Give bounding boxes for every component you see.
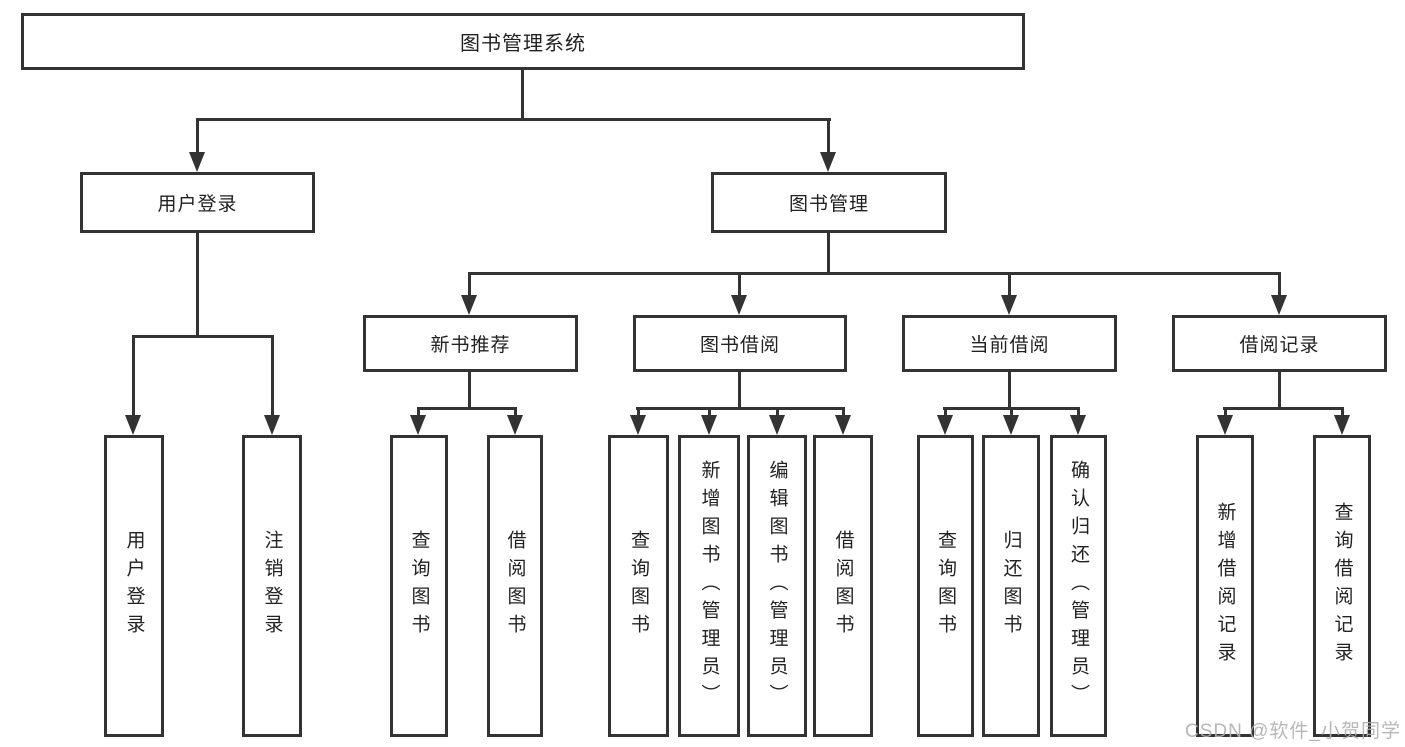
connector-drop	[1340, 407, 1344, 417]
arrowhead-down-icon	[189, 152, 205, 172]
connector-bar	[1223, 407, 1343, 410]
node-borrowing-records: 借阅记录	[1172, 315, 1387, 372]
connector-drop	[636, 407, 640, 417]
connector-stem	[520, 70, 524, 118]
leaf-query-books-3: 查询图书	[917, 435, 974, 737]
node-label: 注销登录	[261, 530, 283, 642]
node-label: 图书管理系统	[460, 33, 586, 55]
arrowhead-down-icon	[1334, 415, 1350, 435]
connector-stem	[1277, 372, 1281, 409]
connector-drop	[943, 407, 947, 417]
connector-stem	[737, 372, 741, 409]
node-new-book-recommendation: 新书推荐	[363, 315, 578, 372]
connector-bar	[417, 407, 517, 410]
node-book-borrowing: 图书借阅	[633, 315, 847, 372]
node-label: 新书推荐	[430, 335, 511, 356]
connector-stem	[826, 233, 830, 274]
connector-bar	[132, 335, 273, 338]
node-label: 用户登录	[157, 194, 238, 215]
leaf-query-books-2: 查询图书	[608, 435, 669, 737]
connector-drop	[826, 118, 830, 154]
connector-drop	[737, 272, 741, 297]
node-label: 查询图书	[935, 530, 956, 642]
connector-drop	[1007, 272, 1011, 297]
connector-bar	[636, 407, 844, 410]
node-label: 确认归还（管理员）	[1068, 460, 1089, 712]
node-label: 查询图书	[408, 530, 430, 642]
arrowhead-down-icon	[937, 415, 953, 435]
leaf-borrow-books-2: 借阅图书	[813, 435, 873, 737]
connector-drop	[1223, 407, 1227, 417]
node-label: 当前借阅	[969, 335, 1050, 356]
connector-drop	[841, 407, 845, 417]
arrowhead-down-icon	[820, 152, 836, 172]
arrowhead-down-icon	[1003, 415, 1019, 435]
leaf-return-books: 归还图书	[982, 435, 1040, 737]
node-label: 新增借阅记录	[1214, 502, 1236, 670]
node-label: 图书管理	[788, 194, 869, 215]
connector-drop	[1277, 272, 1281, 297]
arrowhead-down-icon	[769, 415, 785, 435]
arrowhead-down-icon	[507, 415, 523, 435]
connector-drop	[513, 407, 517, 417]
connector-drop	[467, 272, 471, 297]
connector-stem	[467, 372, 471, 409]
connector-drop	[775, 407, 779, 417]
arrowhead-down-icon	[701, 415, 717, 435]
connector-bar	[196, 118, 831, 121]
arrowhead-down-icon	[410, 415, 426, 435]
connector-drop	[416, 407, 420, 417]
arrowhead-down-icon	[264, 415, 280, 435]
connector-drop	[131, 335, 135, 417]
connector-drop	[1009, 407, 1013, 417]
connector-drop	[270, 335, 274, 417]
arrowhead-down-icon	[1070, 415, 1086, 435]
node-label: 图书借阅	[699, 335, 780, 356]
leaf-add-books-admin: 新增图书（管理员）	[678, 435, 740, 737]
arrowhead-down-icon	[461, 295, 477, 315]
arrowhead-down-icon	[1271, 295, 1287, 315]
leaf-query-books-1: 查询图书	[390, 435, 448, 737]
arrowhead-down-icon	[630, 415, 646, 435]
leaf-borrow-books-1: 借阅图书	[487, 435, 543, 737]
connector-drop	[1076, 407, 1080, 417]
node-user-login: 用户登录	[80, 172, 315, 233]
connector-drop	[707, 407, 711, 417]
leaf-edit-books-admin: 编辑图书（管理员）	[747, 435, 807, 737]
connector-stem	[195, 233, 199, 335]
node-label: 借阅图书	[504, 530, 526, 642]
arrowhead-down-icon	[1001, 295, 1017, 315]
connector-stem	[1007, 372, 1011, 409]
leaf-query-borrow-record: 查询借阅记录	[1313, 435, 1371, 737]
leaf-user-login: 用户登录	[104, 435, 164, 737]
connector-bar	[468, 272, 1281, 275]
leaf-logout: 注销登录	[242, 435, 302, 737]
node-label: 借阅记录	[1239, 335, 1320, 356]
node-library-management-system: 图书管理系统	[21, 13, 1025, 70]
arrowhead-down-icon	[1217, 415, 1233, 435]
arrowhead-down-icon	[125, 415, 141, 435]
node-label: 借阅图书	[832, 530, 854, 642]
node-label: 归还图书	[1000, 530, 1022, 642]
arrowhead-down-icon	[731, 295, 747, 315]
connector-drop	[195, 118, 199, 154]
csdn-watermark: CSDN @软件_小贺同学	[1185, 721, 1401, 742]
node-label: 查询图书	[628, 530, 649, 642]
node-label: 查询借阅记录	[1331, 502, 1353, 670]
node-label: 编辑图书（管理员）	[766, 460, 788, 712]
node-book-management: 图书管理	[711, 172, 947, 233]
leaf-confirm-return-admin: 确认归还（管理员）	[1050, 435, 1107, 737]
leaf-add-borrow-record: 新增借阅记录	[1196, 435, 1254, 737]
arrowhead-down-icon	[835, 415, 851, 435]
node-label: 新增图书（管理员）	[698, 460, 720, 712]
node-current-borrowing: 当前借阅	[902, 315, 1117, 372]
node-label: 用户登录	[123, 530, 145, 642]
